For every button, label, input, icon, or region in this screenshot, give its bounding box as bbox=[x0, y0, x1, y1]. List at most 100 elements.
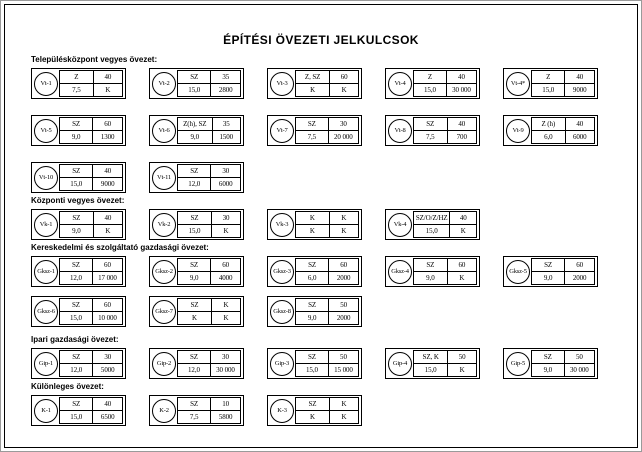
parameter-cell-bottom-left: 12,0 bbox=[177, 363, 211, 377]
zone-symbol: Vt-10 SZ 40 15,0 9000 bbox=[31, 162, 126, 193]
parameter-cell-bottom-right: K bbox=[211, 224, 241, 238]
section-heading: Különleges övezet: bbox=[31, 382, 104, 391]
parameter-cell-bottom-left: 15,0 bbox=[530, 83, 566, 97]
parameter-cell-top-left: SZ bbox=[294, 258, 330, 272]
parameter-cell-top-right: 40 bbox=[564, 70, 595, 84]
zone-section: Központi vegyes övezet: Vk-1 SZ 40 9,0 K… bbox=[31, 196, 625, 240]
symbol-row: Vk-1 SZ 40 9,0 K Vk-2 SZ 30 bbox=[31, 209, 625, 240]
parameter-cell-top-left: SZ bbox=[59, 298, 93, 312]
zone-parameter-table: SZ 30 12,0 6000 bbox=[176, 164, 241, 191]
parameter-cell-bottom-right: 700 bbox=[446, 130, 478, 144]
section-rows: Vk-1 SZ 40 9,0 K Vk-2 SZ 30 bbox=[31, 209, 625, 240]
parameter-cell-bottom-left: 7,5 bbox=[295, 130, 329, 144]
zone-code: Gksz-1 bbox=[37, 268, 55, 275]
zone-code-circle: Gip-2 bbox=[152, 351, 176, 376]
symbol-row: Gksz-6 SZ 60 15,0 10 000 Gksz-7 SZ bbox=[31, 296, 625, 327]
zone-parameter-table: Z 40 15,0 9000 bbox=[530, 70, 595, 97]
parameter-cell-bottom-right: 30 000 bbox=[563, 363, 596, 377]
zone-code-circle: Vk-4 bbox=[388, 212, 412, 237]
zone-code-circle: Vk-1 bbox=[34, 212, 58, 237]
page-title: ÉPÍTÉSI ÖVEZETI JELKULCSOK bbox=[223, 33, 419, 47]
zone-code: Gksz-4 bbox=[391, 268, 409, 275]
zone-symbol: Gip-5 SZ 50 9,0 30 000 bbox=[503, 348, 598, 379]
sections: Településközpont vegyes övezet: Vt-1 Z 4… bbox=[1, 55, 641, 426]
zone-section: Különleges övezet: K-1 SZ 40 15,0 6500 K… bbox=[31, 382, 625, 426]
zone-symbol: K-2 SZ 10 7,5 5800 bbox=[149, 395, 244, 426]
zone-symbol: K-1 SZ 40 15,0 6500 bbox=[31, 395, 126, 426]
zone-code: Vt-3 bbox=[276, 80, 288, 87]
zone-code-circle: Vt-4* bbox=[506, 71, 530, 96]
zone-symbol: Vt-2 SZ 35 15,0 2800 bbox=[149, 68, 244, 99]
section-heading: Központi vegyes övezet: bbox=[31, 196, 125, 205]
zone-code-circle: K-2 bbox=[152, 398, 176, 423]
zone-code: Gip-5 bbox=[510, 360, 526, 367]
zone-code-circle: Vt-1 bbox=[34, 71, 58, 96]
zone-code-circle: Gksz-7 bbox=[152, 299, 176, 324]
parameter-cell-top-right: 40 bbox=[445, 70, 478, 84]
zone-code: Gip-1 bbox=[38, 360, 54, 367]
zone-code-circle: Vt-8 bbox=[388, 118, 412, 143]
zone-code: Vt-4* bbox=[510, 80, 526, 87]
zone-symbol: Gip-2 SZ 30 12,0 30 000 bbox=[149, 348, 244, 379]
parameter-cell-top-right: 50 bbox=[447, 350, 477, 364]
zone-code-circle: Gip-1 bbox=[34, 351, 58, 376]
parameter-cell-top-right: K bbox=[328, 397, 360, 411]
parameter-cell-top-left: SZ bbox=[58, 117, 94, 131]
parameter-cell-bottom-left: 9,0 bbox=[531, 363, 565, 377]
zone-code: Vt-10 bbox=[38, 174, 54, 181]
parameter-cell-top-left: K bbox=[295, 211, 330, 225]
zone-parameter-table: SZ 60 6,0 2000 bbox=[294, 258, 359, 285]
zone-symbol: Vk-4 SZ/O/Z/HZ 40 15,0 K bbox=[385, 209, 480, 240]
zone-code-circle: Vt-10 bbox=[34, 165, 58, 190]
symbol-row: Vt-5 SZ 60 9,0 1300 Vt-6 Z(h), SZ bbox=[31, 115, 625, 146]
zone-code: Vt-4 bbox=[394, 80, 406, 87]
zone-code-circle: Vt-2 bbox=[152, 71, 176, 96]
zone-parameter-table: SZ 30 12,0 30 000 bbox=[177, 350, 242, 377]
parameter-cell-top-left: SZ bbox=[58, 397, 94, 411]
section-heading: Településközpont vegyes övezet: bbox=[31, 55, 158, 64]
parameter-cell-bottom-left: 6,0 bbox=[294, 271, 330, 285]
parameter-cell-bottom-right: 9000 bbox=[92, 177, 123, 191]
zone-parameter-table: SZ 60 15,0 10 000 bbox=[59, 298, 124, 325]
zone-symbol: Vt-6 Z(h), SZ 35 9,0 1500 bbox=[149, 115, 244, 146]
parameter-cell-bottom-right: 30 000 bbox=[209, 363, 242, 377]
zone-code: Gksz-5 bbox=[509, 268, 527, 275]
symbol-row: Vt-10 SZ 40 15,0 9000 Vt-11 SZ bbox=[31, 162, 625, 193]
parameter-cell-top-right: 60 bbox=[329, 70, 359, 84]
parameter-cell-bottom-right: 5800 bbox=[210, 410, 241, 424]
parameter-cell-top-left: SZ bbox=[177, 350, 211, 364]
zone-code: Vk-1 bbox=[39, 221, 53, 228]
zone-symbol: Vt-8 SZ 40 7,5 700 bbox=[385, 115, 480, 146]
zone-code-circle: Gksz-1 bbox=[34, 259, 58, 284]
zone-code-circle: Gksz-3 bbox=[270, 259, 294, 284]
parameter-cell-bottom-right: 15 000 bbox=[327, 363, 360, 377]
parameter-cell-bottom-right: 9000 bbox=[564, 83, 595, 97]
parameter-cell-bottom-left: 15,0 bbox=[412, 224, 451, 238]
parameter-cell-top-right: K bbox=[210, 298, 242, 312]
zone-symbol: Vt-5 SZ 60 9,0 1300 bbox=[31, 115, 126, 146]
zone-symbol: Vk-3 K K K K bbox=[267, 209, 362, 240]
parameter-cell-bottom-right: 6500 bbox=[92, 410, 123, 424]
parameter-cell-top-right: 10 bbox=[210, 397, 241, 411]
zone-parameter-table: SZ 40 9,0 K bbox=[59, 211, 124, 238]
parameter-cell-top-left: SZ bbox=[294, 298, 330, 312]
zone-parameter-table: SZ 30 15,0 K bbox=[177, 211, 241, 238]
parameter-cell-bottom-left: K bbox=[177, 311, 212, 325]
parameter-cell-bottom-right: K bbox=[92, 224, 124, 238]
parameter-cell-bottom-right: 10 000 bbox=[91, 311, 124, 325]
zone-code-circle: Vt-3 bbox=[270, 71, 294, 96]
parameter-cell-bottom-right: K bbox=[446, 271, 478, 285]
zone-code: Gksz-6 bbox=[37, 308, 55, 315]
zone-symbol: Gksz-5 SZ 60 9,0 2000 bbox=[503, 256, 598, 287]
parameter-cell-bottom-left: 15,0 bbox=[177, 224, 212, 238]
zone-symbol: Vt-3 Z, SZ 60 K K bbox=[267, 68, 362, 99]
parameter-cell-top-left: SZ bbox=[59, 211, 94, 225]
parameter-cell-bottom-left: 15,0 bbox=[295, 363, 329, 377]
zone-code-circle: Gip-5 bbox=[506, 351, 530, 376]
symbol-row: Vt-1 Z 40 7,5 K Vt-2 SZ 35 bbox=[31, 68, 625, 99]
zone-code: Vt-5 bbox=[40, 127, 52, 134]
parameter-cell-top-left: SZ, K bbox=[412, 350, 449, 364]
parameter-cell-bottom-left: K bbox=[295, 410, 330, 424]
parameter-cell-top-right: 60 bbox=[328, 258, 359, 272]
